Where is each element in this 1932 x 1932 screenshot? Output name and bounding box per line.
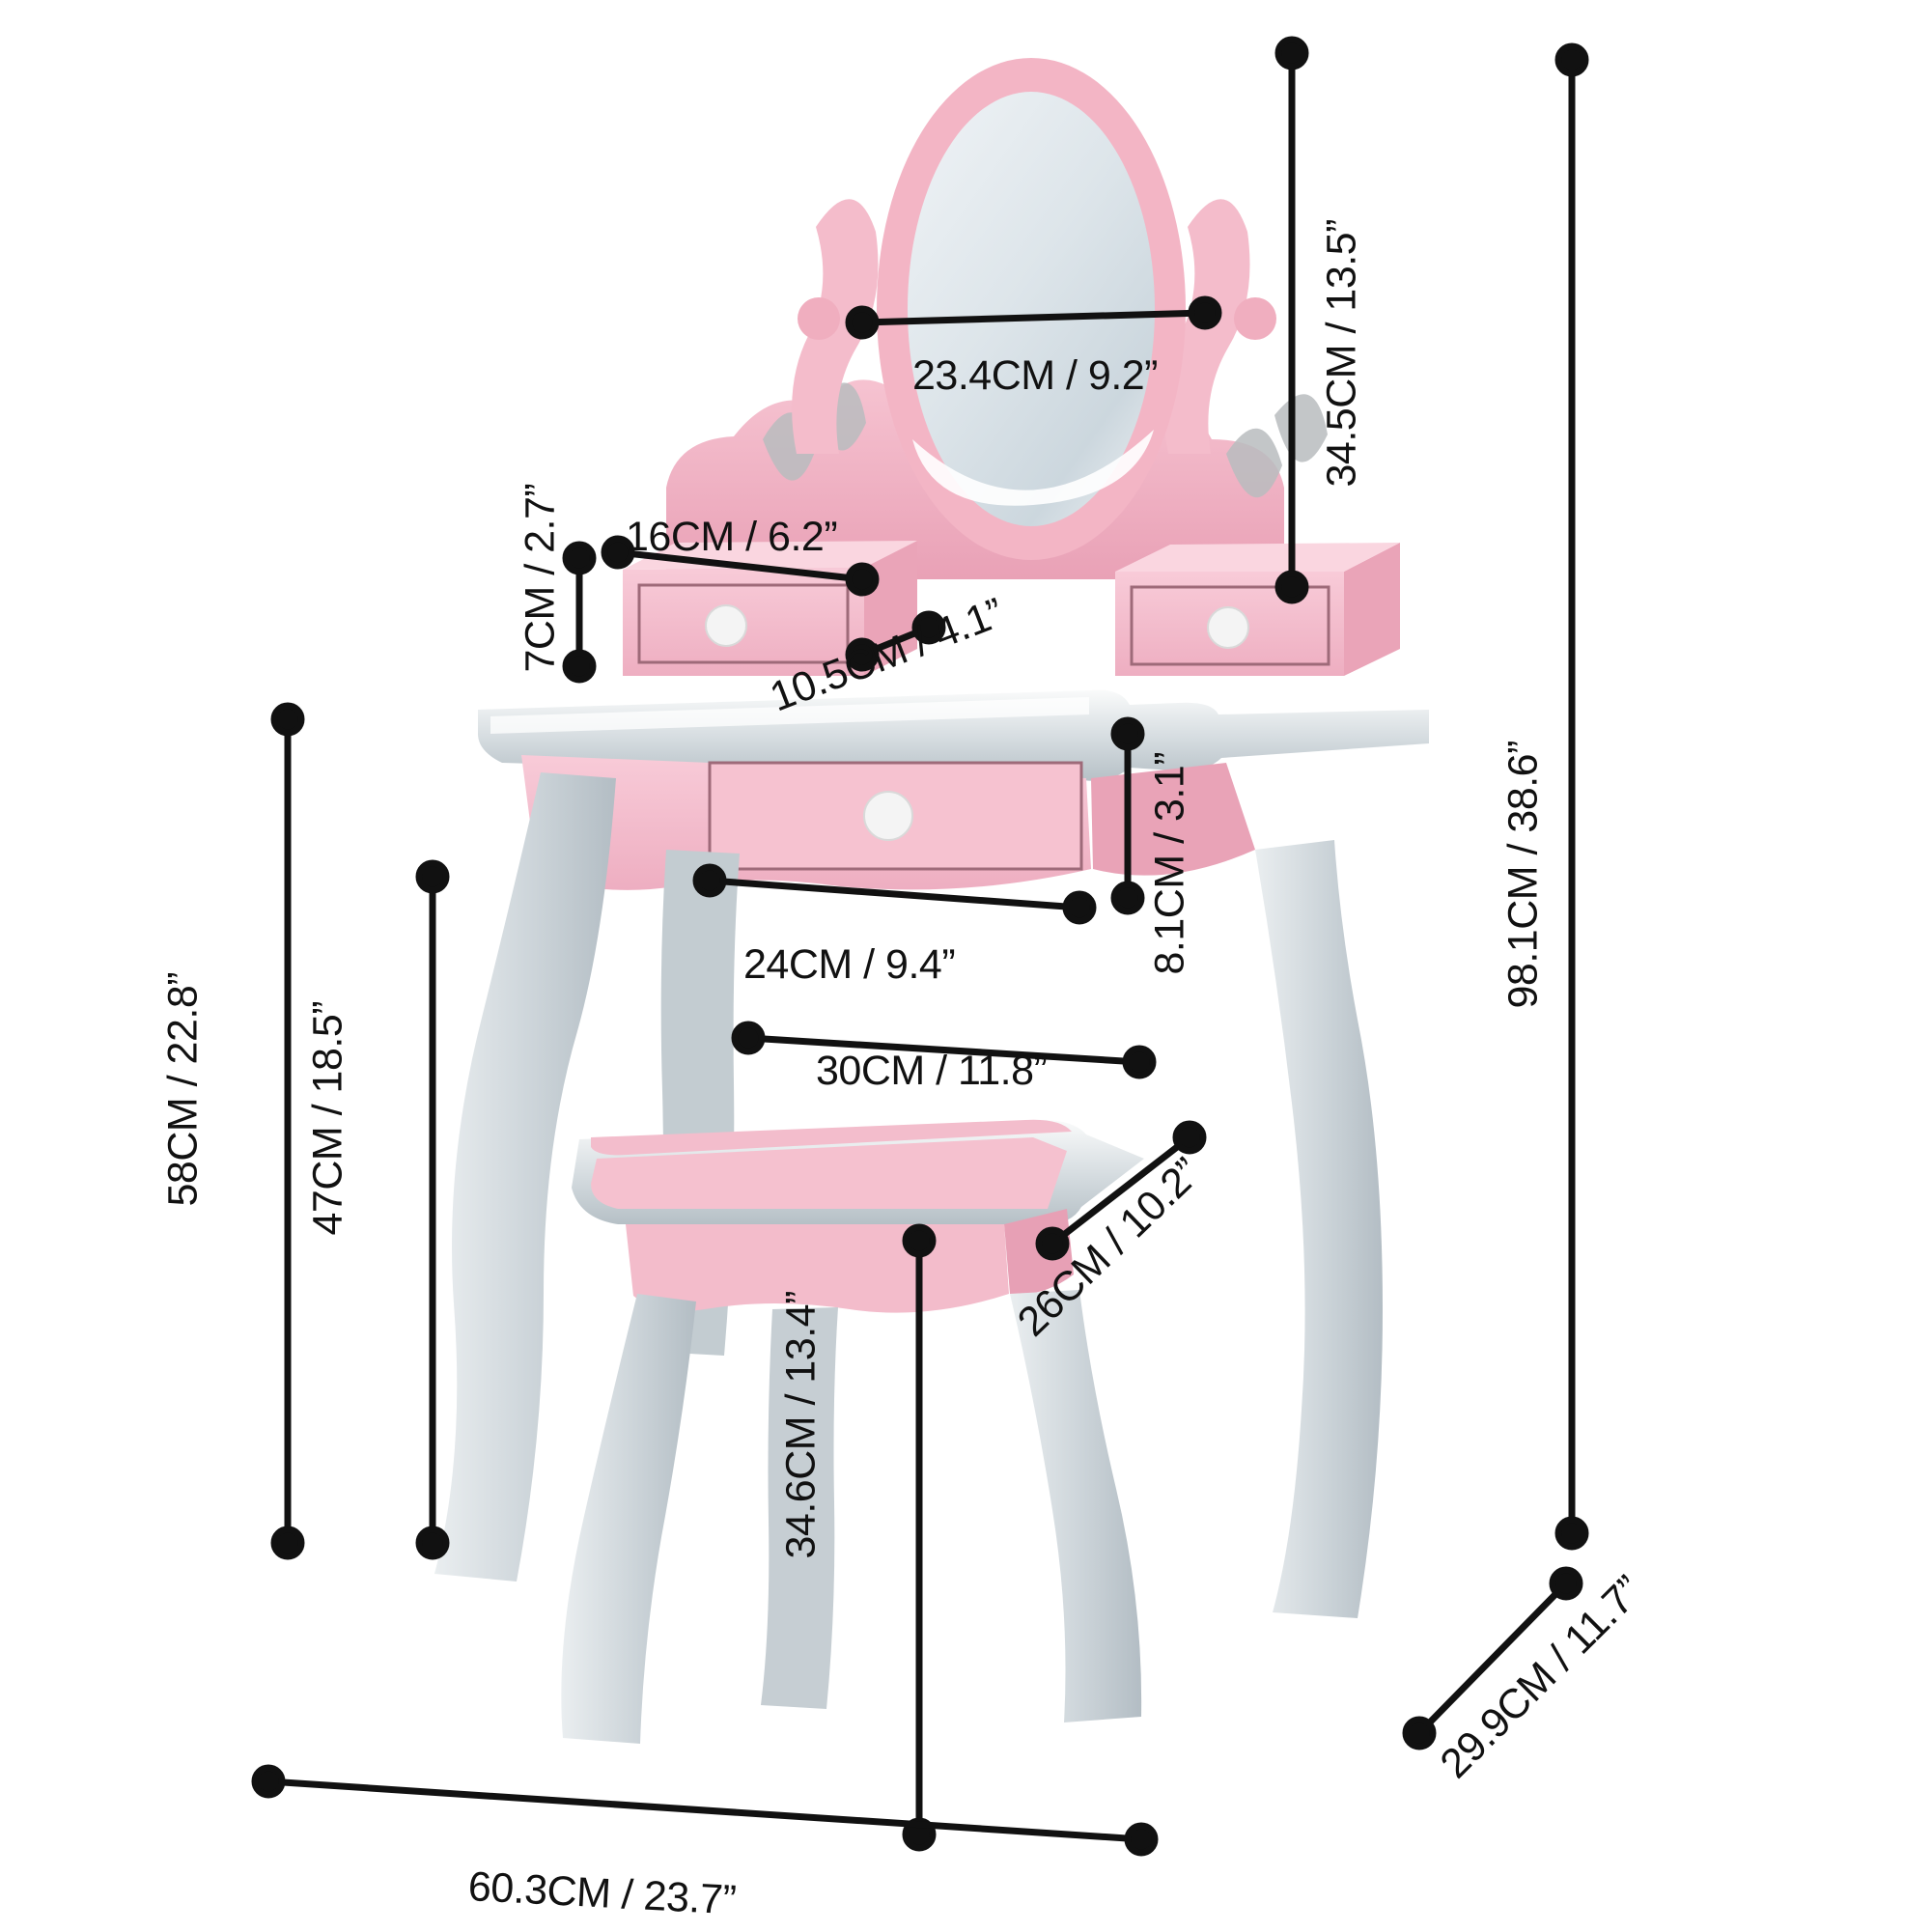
dimension-label-small-drawer-width: 16CM / 6.2” xyxy=(626,514,838,560)
dimension-label-leg-height: 47CM / 18.5” xyxy=(304,1000,351,1236)
dimension-label-stool-seat-width: 30CM / 11.8” xyxy=(816,1048,1048,1094)
dimension-label-main-drawer-width: 24CM / 9.4” xyxy=(743,941,956,988)
dimension-label-stool-seat-depth: 26CM / 10.2” xyxy=(1008,1149,1210,1346)
dimension-label-small-drawer-height: 7CM / 2.7” xyxy=(517,483,564,673)
dimension-label-mirror-width: 23.4CM / 9.2” xyxy=(912,352,1159,399)
dimension-label-total-width: 60.3CM / 23.7” xyxy=(466,1863,738,1924)
dimension-label-small-drawer-depth: 10.5CM / 4.1” xyxy=(764,589,1010,721)
dimension-label-mirror-height: 34.5CM / 13.5” xyxy=(1318,219,1365,488)
dimension-label-stool-height: 34.6CM / 13.4” xyxy=(777,1291,825,1559)
dimension-label-total-depth: 29.9CM / 11.7” xyxy=(1431,1567,1652,1788)
dimension-label-total-height: 98.1CM / 38.6” xyxy=(1499,741,1547,1009)
dimension-label-table-height: 58CM / 22.8” xyxy=(159,971,207,1207)
dimension-label-main-drawer-height: 8.1CM / 3.1” xyxy=(1146,751,1193,975)
